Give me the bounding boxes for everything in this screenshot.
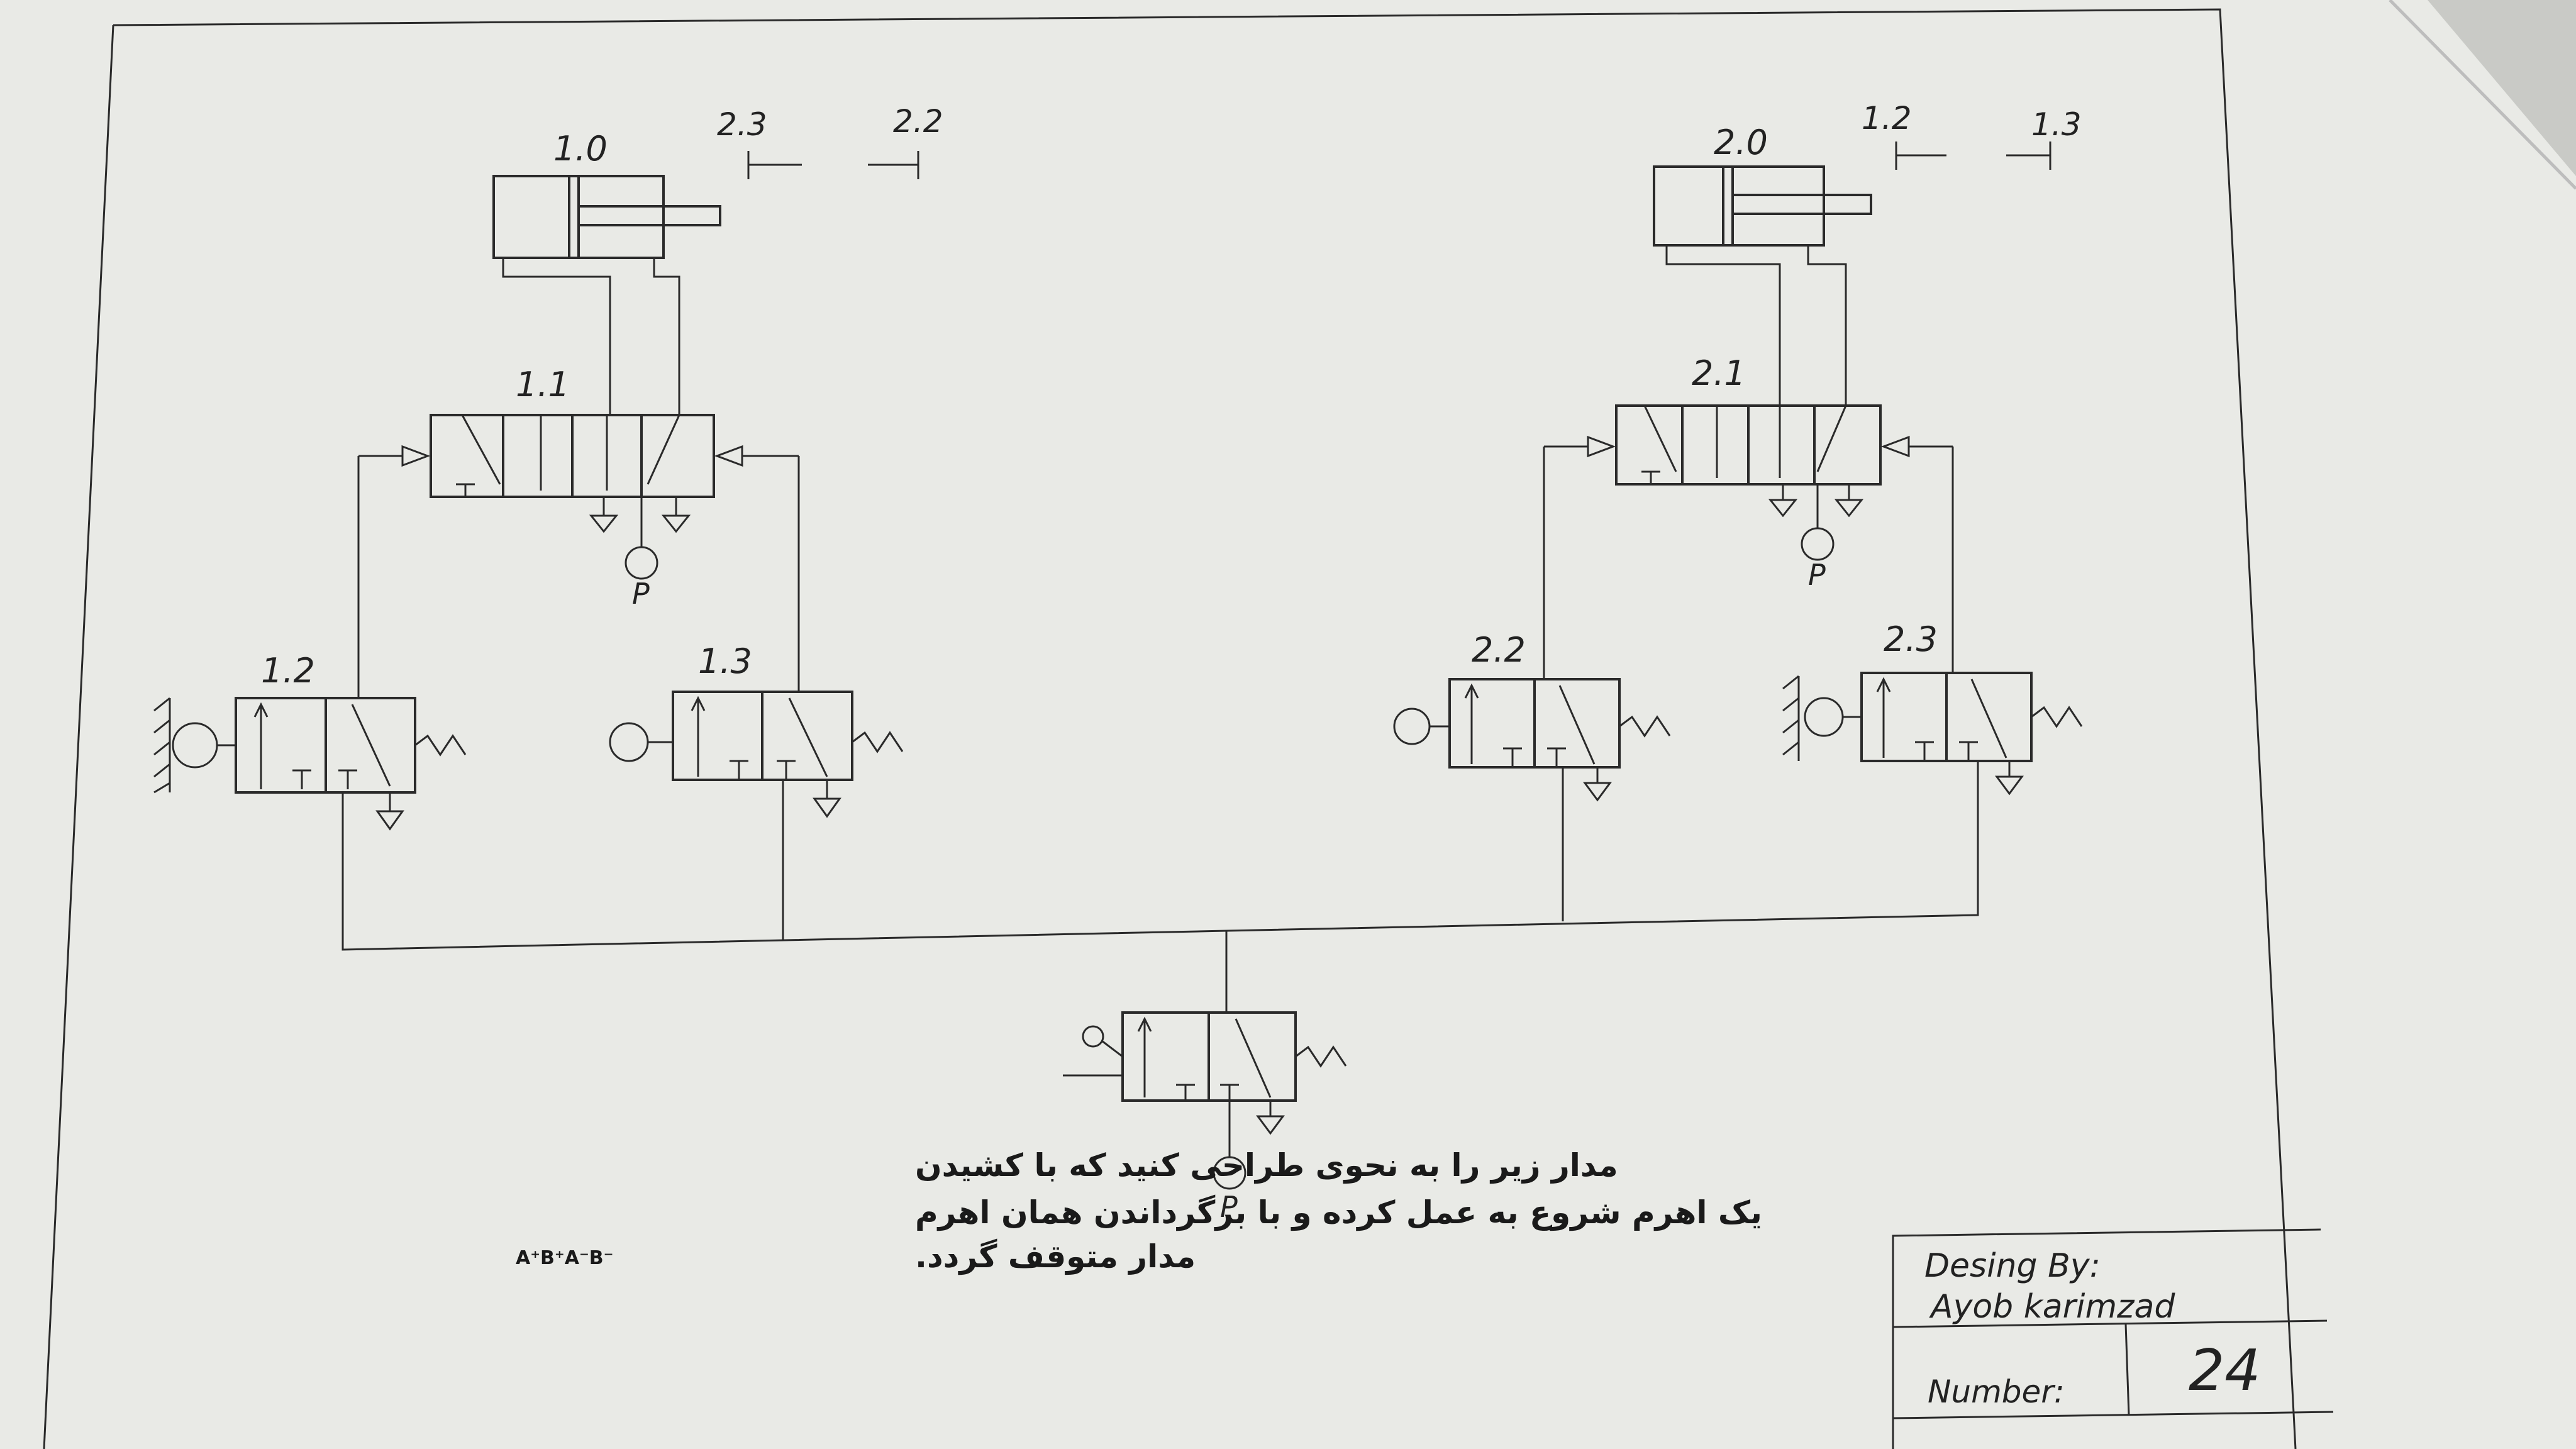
drawing-frame [113,8,2297,1449]
title-block: Desing By: Ayob karimzad Number: 24 [1892,1228,2334,1449]
limit-mark-label: 2.3 [717,106,767,143]
valve-2-3: 2.3 [1782,619,2083,796]
limit-mark-left: 1.2 [1862,100,1946,170]
lever-knob-icon [1082,1025,1104,1048]
instruction-text: مدار زیر را به نحوی طراحی کنید که با کشی… [516,1147,1762,1275]
spring-icon [1295,1045,1347,1068]
number-label: Number: [1928,1374,2065,1410]
valve-label: 2.1 [1692,353,1746,393]
pressure-label: P [1220,1190,1238,1224]
piston-rod [577,205,721,226]
exhaust-icon [1834,499,1864,518]
pressure-label: P [632,577,650,611]
spring-icon [2031,706,2083,728]
limit-mark-label: 1.2 [1862,100,1912,136]
exhaust-icon [375,810,404,831]
cylinder-body [1653,165,1825,247]
limit-mark-label: 1.3 [2031,106,2082,143]
spring-icon [414,734,467,757]
spring-icon [852,731,904,753]
exhaust-icon [589,514,619,533]
frame-left-edge [43,25,114,1449]
sequence-text: A⁺B⁺A⁻B⁻ [516,1247,614,1269]
instruction-line-3: مدار متوقف گردد. [915,1238,1196,1275]
valve-1-3: 1.3 [609,641,904,818]
valve-label: 1.2 [261,651,315,691]
sheet-edge [2389,0,2576,190]
valve-label: 1.3 [698,641,752,681]
instruction-line-2: یک اهرم شروع به عمل کرده و با برگرداندن … [915,1194,1762,1231]
valve-1-2: 1.2 [153,651,467,831]
limit-mark-label: 2.2 [893,103,943,140]
exhaust-icon [1256,1115,1285,1135]
valve-1-1: 1.1 P [358,365,799,611]
limit-mark-left: 2.3 [717,106,802,179]
spring-icon [1619,715,1671,738]
valve-label: 2.2 [1472,630,1526,670]
valve-label: 2.3 [1884,619,1938,659]
designer-name: Ayob karimzad [1929,1288,2175,1326]
cylinder-1-0: 1.0 [492,129,721,259]
pressure-label: P [1808,558,1826,592]
pressure-source-icon [1213,1156,1246,1190]
exhaust-icon [661,514,691,533]
valve-label: 1.1 [516,365,570,404]
pressure-source-icon [1801,527,1835,561]
exhaust-icon [1583,782,1612,802]
cylinder-label: 2.0 [1714,123,1768,162]
lever-icon [1101,1040,1123,1058]
instruction-line-1: مدار زیر را به نحوی طراحی کنید که با کشی… [915,1147,1618,1184]
limit-mark-right: 1.3 [2006,106,2082,170]
exhaust-icon [1768,499,1798,518]
number-value: 24 [2189,1338,2261,1404]
valve-2-2: 2.2 [1393,630,1671,802]
exhaust-icon [813,797,841,818]
cylinder-2-0: 2.0 [1653,123,1872,247]
limit-mark-right: 2.2 [868,103,943,179]
exhaust-icon [1995,775,2024,796]
pressure-source-icon [625,546,658,580]
cylinder-label: 1.0 [553,129,608,169]
valve-2-1: 2.1 P [1544,353,1953,592]
design-label: Desing By: [1924,1247,2101,1285]
start-valve: P [1063,1011,1347,1224]
piston-rod [1731,194,1872,215]
